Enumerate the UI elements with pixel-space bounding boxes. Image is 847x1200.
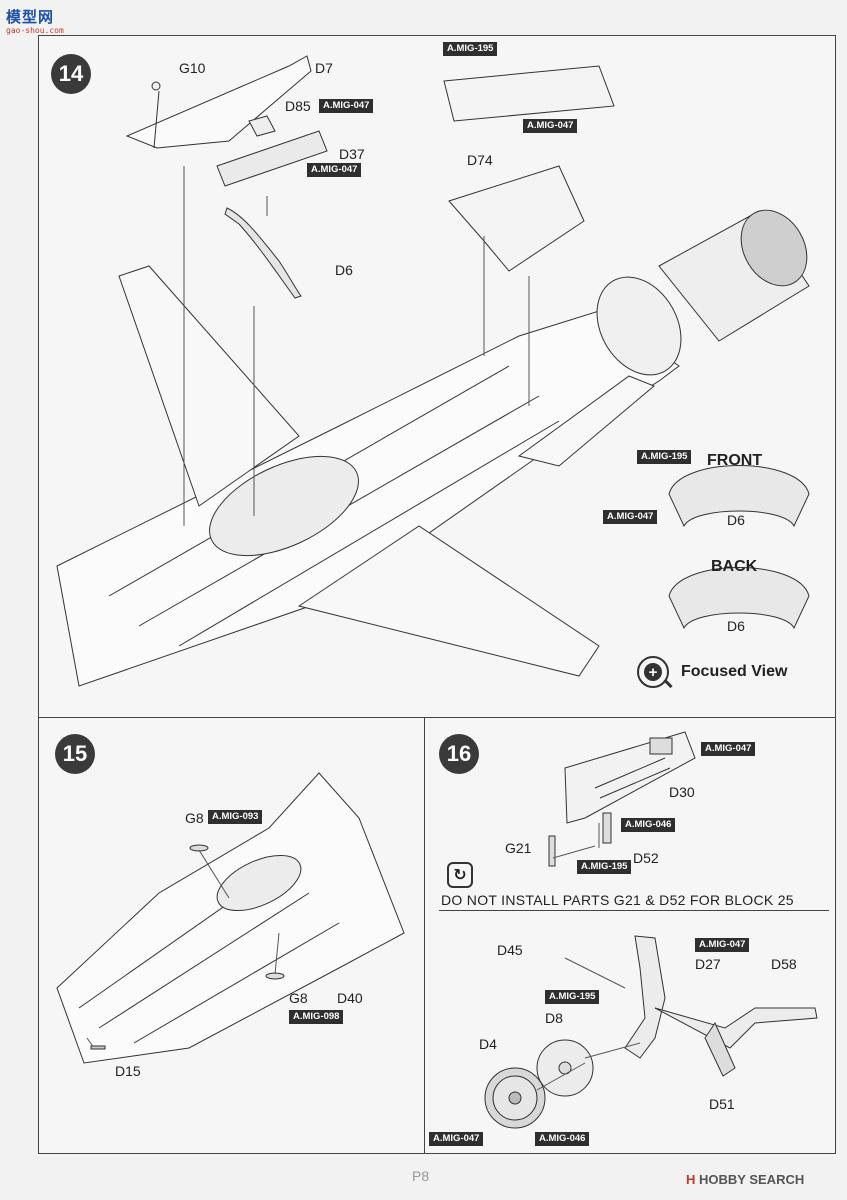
step-14-panel: 14 G10 D7 D85 A.MIG-047 D37 A.MIG-047 D6… [38, 35, 836, 718]
ref-code-badge: A.MIG-047 [319, 99, 374, 113]
part-label-d4: D4 [479, 1036, 497, 1052]
step-14-drawing [56, 55, 810, 687]
ref-code-badge: A.MIG-093 [208, 810, 263, 824]
part-label-g8-top: G8 [185, 810, 204, 826]
part-label-d6-front: D6 [727, 512, 745, 528]
part-label-d51: D51 [709, 1096, 735, 1112]
ref-code-badge: A.MIG-098 [289, 1010, 344, 1024]
page-number: P8 [412, 1168, 430, 1184]
rotate-icon: ↻ [447, 862, 473, 888]
part-label-d45: D45 [497, 942, 523, 958]
step-15-drawing [56, 772, 405, 1064]
part-label-d15: D15 [115, 1063, 141, 1079]
part-label-d58: D58 [771, 956, 797, 972]
ref-code-badge: A.MIG-195 [443, 42, 498, 56]
step-number-badge: 15 [55, 734, 95, 774]
watermark-title: 模型网 [6, 8, 55, 26]
part-label-d6-back: D6 [727, 618, 745, 634]
ref-code-badge: A.MIG-047 [695, 938, 750, 952]
part-label-d8: D8 [545, 1010, 563, 1026]
part-label-d52: D52 [633, 850, 659, 866]
magnifier-icon: + [637, 656, 669, 688]
ref-code-badge: A.MIG-047 [523, 119, 578, 133]
part-label-d27: D27 [695, 956, 721, 972]
part-label-d40: D40 [337, 990, 363, 1006]
step-16-drawing [484, 731, 818, 1129]
ref-code-badge: A.MIG-046 [535, 1132, 590, 1146]
step-16-panel: 16 A.MIG-047 D30 A.MIG-046 G21 D52 A.MIG… [424, 717, 836, 1154]
ref-code-badge: A.MIG-195 [545, 990, 600, 1004]
part-label-d7: D7 [315, 60, 333, 76]
notice-divider [439, 910, 829, 911]
site-watermark: 模型网 gao-shou.com [6, 6, 76, 36]
block-notice: DO NOT INSTALL PARTS G21 & D52 FOR BLOCK… [441, 892, 794, 908]
part-label-d37: D37 [339, 146, 365, 162]
part-label-d85: D85 [285, 98, 311, 114]
hobby-search-logo: H HOBBY SEARCH [686, 1172, 804, 1187]
ref-code-badge: A.MIG-047 [603, 510, 658, 524]
ref-code-badge: A.MIG-047 [307, 163, 362, 177]
ref-code-badge: A.MIG-046 [621, 818, 676, 832]
watermark-url: gao-shou.com [6, 26, 64, 35]
step-number-badge: 14 [51, 54, 91, 94]
ref-code-badge: A.MIG-195 [577, 860, 632, 874]
hobby-search-logo-text: HOBBY SEARCH [699, 1172, 805, 1187]
part-label-g8-bottom: G8 [289, 990, 308, 1006]
focused-view-label: Focused View [681, 663, 788, 680]
part-label-g21: G21 [505, 840, 532, 856]
plus-icon: + [644, 663, 662, 681]
part-label-d6: D6 [335, 262, 353, 278]
hobby-search-mark-icon: H [686, 1172, 696, 1187]
focused-view-legend: + Focused View [637, 656, 787, 688]
step-number-badge: 16 [439, 734, 479, 774]
part-label-g10: G10 [179, 60, 206, 76]
part-label-d30: D30 [669, 784, 695, 800]
step-15-panel: 15 G8 A.MIG-093 G8 D40 A.MIG-098 D15 [38, 717, 425, 1154]
ref-code-badge: A.MIG-047 [429, 1132, 484, 1146]
front-view-label: FRONT [707, 452, 763, 469]
part-label-d74: D74 [467, 152, 493, 168]
ref-code-badge: A.MIG-047 [701, 742, 756, 756]
ref-code-badge: A.MIG-195 [637, 450, 692, 464]
back-view-label: BACK [711, 558, 758, 575]
